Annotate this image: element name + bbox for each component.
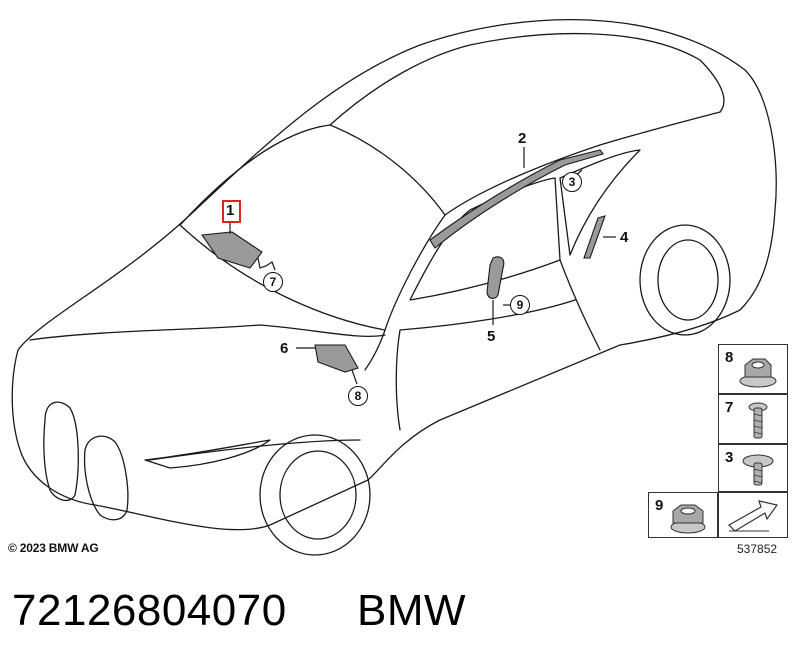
legend-label-7: 7	[725, 399, 734, 416]
highlight-box	[222, 200, 241, 223]
side-mirror	[364, 329, 386, 371]
legend-cell-8: 8	[718, 344, 788, 394]
knee-airbag-part	[314, 344, 359, 373]
callout-7: 7	[263, 272, 283, 292]
car-airbag-diagram	[11, 19, 777, 556]
part-number: 72126804070	[12, 586, 287, 635]
callout-3: 3	[562, 172, 582, 192]
side-airbag-part-4	[583, 215, 606, 259]
nut-icon	[739, 358, 777, 388]
callout-6: 6	[280, 340, 289, 357]
screw-icon	[748, 402, 768, 439]
parts-legend: 8 7 3 9	[636, 344, 788, 538]
legend-cell-9: 9	[648, 492, 718, 538]
curtain-airbag-part	[429, 149, 604, 249]
rear-wheel	[639, 224, 731, 336]
legend-label-8: 8	[725, 349, 734, 366]
hex-nut-icon	[670, 504, 706, 534]
arrow-icon	[728, 500, 779, 532]
front-wheel	[259, 434, 371, 556]
grille-right	[83, 435, 129, 521]
grille-left	[43, 401, 79, 502]
rear-window	[469, 32, 725, 113]
callout-1: 1	[226, 202, 235, 219]
callout-5: 5	[487, 328, 496, 345]
callout-2: 2	[518, 130, 527, 147]
callout-9: 9	[510, 295, 530, 315]
bolt-icon	[742, 454, 774, 486]
car-body-outline	[11, 19, 777, 531]
callout-8: 8	[348, 386, 368, 406]
side-window-rear	[559, 149, 641, 256]
brand-name: BMW	[357, 586, 467, 635]
passenger-airbag-part	[201, 231, 263, 269]
copyright-text: © 2023 BMW AG	[8, 541, 99, 555]
roof-line	[329, 44, 721, 216]
side-airbag-part-5	[486, 256, 505, 299]
legend-label-9: 9	[655, 497, 664, 514]
legend-cell-7: 7	[718, 394, 788, 444]
legend-cell-arrow	[718, 492, 788, 538]
reference-number: 537852	[737, 542, 778, 556]
legend-label-3: 3	[725, 449, 734, 466]
callout-4: 4	[620, 229, 629, 246]
headlight	[144, 439, 271, 469]
legend-cell-3: 3	[718, 444, 788, 492]
windshield	[179, 124, 446, 331]
